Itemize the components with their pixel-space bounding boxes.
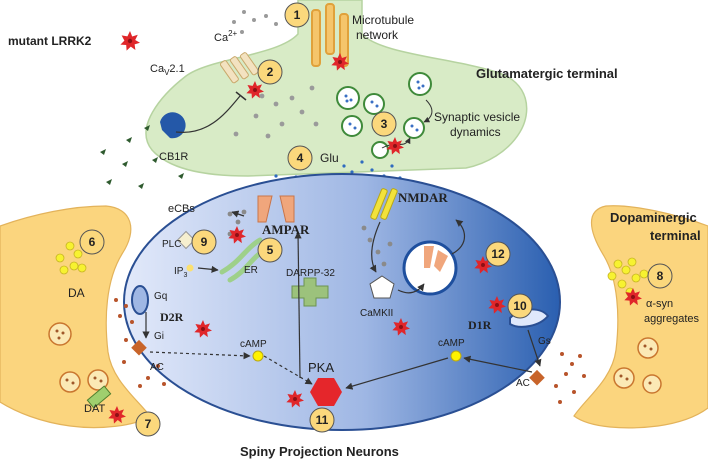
- glutamatergic-terminal-body: [145, 0, 528, 177]
- legend-star: [120, 31, 140, 51]
- dat-label: DAT: [84, 403, 105, 415]
- camp-left-dot: [252, 350, 264, 362]
- gi-label: Gi: [154, 331, 164, 342]
- svg-text:11: 11: [316, 413, 329, 427]
- svg-text:8: 8: [657, 269, 664, 283]
- plc-label: PLC: [162, 239, 181, 250]
- ac-right-label: AC: [516, 378, 530, 389]
- ampar-receptor-graphic: [257, 195, 295, 223]
- pka-label: PKA: [308, 360, 334, 375]
- calcium-label: Ca2+: [214, 29, 238, 44]
- ac-right-graphic: [529, 369, 545, 386]
- gq-label: Gq: [154, 291, 167, 302]
- plc-box: [176, 230, 196, 250]
- svg-text:5: 5: [267, 243, 274, 257]
- dopaminergic-terminal-title-2: terminal: [650, 228, 701, 243]
- badge-9: 9: [191, 229, 217, 255]
- d2r-label: D2R: [160, 310, 184, 324]
- legend-mutant-lrrk2: mutant LRRK2: [8, 34, 92, 48]
- vesicle-dynamics-label-1: Synaptic vesicle: [434, 110, 520, 124]
- cav21-channel-graphic: [219, 52, 259, 84]
- cb1r-inhibition-line: [175, 95, 241, 133]
- badge-6: 6: [79, 229, 105, 255]
- d2r-receptor-graphic: [131, 285, 149, 315]
- svg-text:6: 6: [89, 235, 96, 249]
- microtubule-label-1: Microtubule: [352, 13, 414, 27]
- microtubule-network-graphic: [311, 3, 349, 67]
- alpha-syn-label-1: α-syn: [646, 298, 673, 310]
- svg-text:9: 9: [201, 235, 208, 249]
- vesicle-dynamics-label-2: dynamics: [450, 125, 501, 139]
- left-terminal-body: [0, 205, 151, 429]
- badge-3: 3: [371, 111, 397, 137]
- svg-text:3: 3: [381, 117, 388, 131]
- number-badges: 1 2 3 4 5 6 7 8 9 10 11 12: [79, 2, 673, 437]
- synaptic-vesicles: [336, 72, 432, 159]
- right-dopaminergic-terminal: [573, 205, 708, 429]
- camkii-label: CaMKII: [360, 308, 393, 319]
- left-dopaminergic-terminal: [0, 205, 151, 429]
- dat-transporter-graphic: [86, 385, 112, 409]
- badge-7: 7: [135, 411, 161, 437]
- badge-12: 12: [485, 241, 511, 267]
- svg-text:1: 1: [294, 8, 301, 22]
- ampar-label: AMPAR: [262, 222, 310, 237]
- er-graphic: [219, 237, 263, 275]
- pka-hexagon: [310, 378, 342, 406]
- badge-1: 1: [284, 2, 310, 28]
- microtubule-label-2: network: [356, 28, 399, 42]
- d1r-label: D1R: [468, 318, 492, 332]
- camp-right-label: cAMP: [438, 338, 465, 349]
- camp-left-label: cAMP: [240, 339, 267, 350]
- badge-5: 5: [257, 237, 283, 263]
- gs-label: Gs: [538, 336, 551, 347]
- ac-left-graphic: [131, 339, 147, 356]
- glutamatergic-terminal: [145, 0, 528, 188]
- badge-8: 8: [647, 263, 673, 289]
- camp-right-dot: [450, 350, 462, 362]
- glutamate-label: Glu: [320, 151, 339, 165]
- right-terminal-body: [573, 205, 708, 429]
- dopamine-particles: [114, 298, 586, 404]
- ip3-label: IP3: [174, 266, 187, 279]
- er-label: ER: [244, 265, 258, 276]
- alpha-syn-label-2: aggregates: [644, 313, 700, 325]
- nmdar-label: NMDAR: [398, 190, 448, 205]
- darpp32-label: DARPP-32: [286, 268, 335, 279]
- badge-10: 10: [507, 293, 533, 319]
- ac-left-label: AC: [150, 362, 164, 373]
- svg-text:10: 10: [513, 299, 527, 313]
- nmdar-receptor-graphic: [370, 188, 398, 220]
- badge-11: 11: [309, 407, 335, 433]
- dopaminergic-terminal-title-1: Dopaminergic: [610, 210, 697, 225]
- svg-text:2: 2: [267, 65, 274, 79]
- ecbs-label: eCBs: [168, 203, 195, 215]
- svg-text:4: 4: [297, 151, 304, 165]
- spiny-projection-neurons-title: Spiny Projection Neurons: [240, 444, 399, 459]
- right-vesicles: [613, 337, 662, 394]
- svg-text:12: 12: [491, 247, 505, 261]
- badge-4: 4: [287, 145, 313, 171]
- camkii-graphic: [369, 275, 395, 299]
- glutamatergic-terminal-title: Glutamatergic terminal: [476, 66, 618, 81]
- badge-2: 2: [257, 59, 283, 85]
- cb1r-label: CB1R: [159, 151, 188, 163]
- cav21-label: CaV2.1: [150, 63, 185, 77]
- da-label: DA: [68, 286, 85, 300]
- darpp32-graphic: [291, 277, 329, 307]
- left-vesicles: [48, 322, 109, 393]
- svg-text:7: 7: [145, 417, 152, 431]
